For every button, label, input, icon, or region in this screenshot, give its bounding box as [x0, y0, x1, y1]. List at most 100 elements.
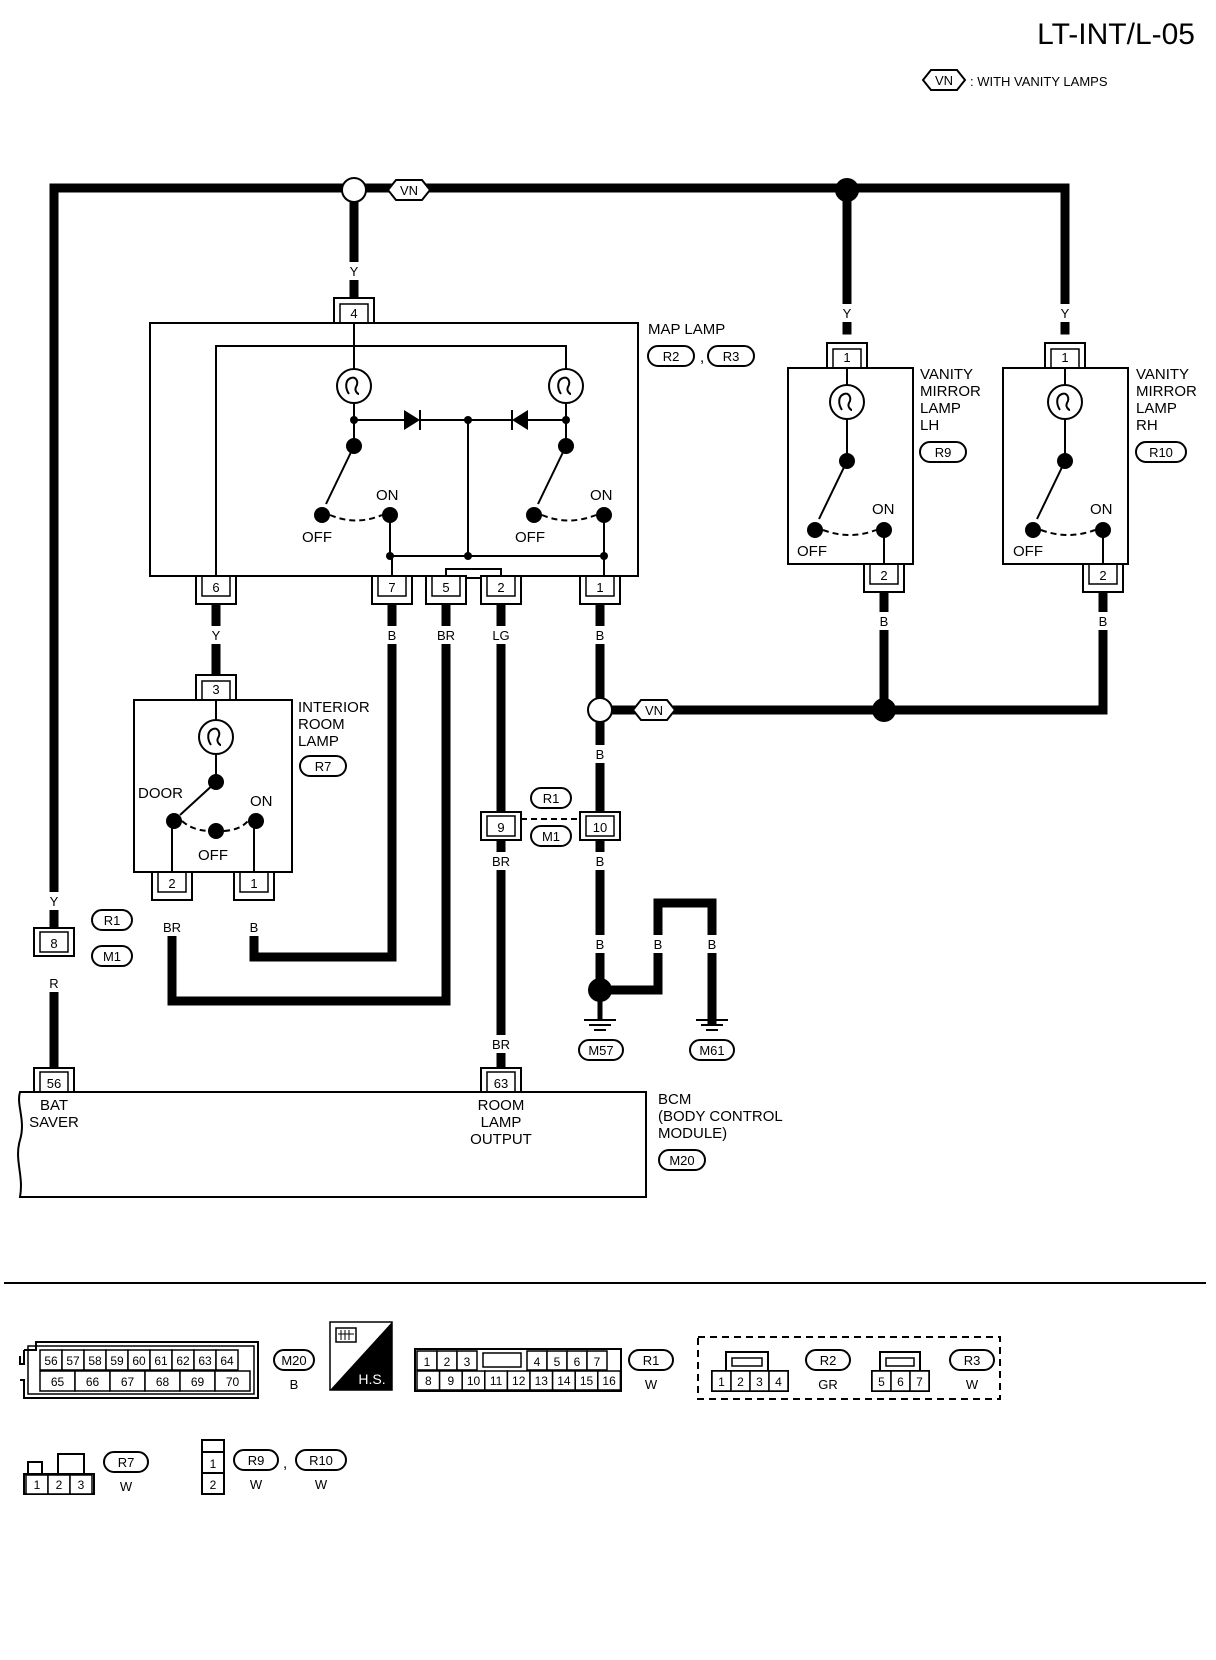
svg-text:B: B: [596, 747, 605, 762]
svg-text:1: 1: [210, 1457, 217, 1471]
r1-pin-9: 9: [448, 1374, 455, 1388]
svg-text:GR: GR: [818, 1377, 838, 1392]
svg-text:BR: BR: [492, 1037, 510, 1052]
svg-text:ROOM: ROOM: [298, 716, 345, 733]
svg-text:W: W: [250, 1477, 263, 1492]
svg-text:R2: R2: [820, 1353, 837, 1368]
m20-pin-64: 64: [220, 1354, 234, 1368]
svg-text:R2: R2: [663, 349, 680, 364]
svg-text:M1: M1: [542, 829, 560, 844]
svg-text:OFF: OFF: [302, 529, 332, 546]
svg-text:OFF: OFF: [198, 847, 228, 864]
svg-text:R7: R7: [315, 759, 332, 774]
vn-tag-ground: VN: [631, 699, 677, 721]
svg-text:,: ,: [283, 1455, 287, 1472]
svg-text:2: 2: [168, 876, 175, 891]
r3-pin-5: 5: [878, 1375, 885, 1389]
svg-text:ON: ON: [872, 501, 895, 518]
svg-text:8: 8: [50, 936, 57, 951]
svg-text:VANITY: VANITY: [1136, 366, 1189, 383]
svg-text:W: W: [645, 1377, 658, 1392]
svg-text:BR: BR: [437, 628, 455, 643]
bcm: 56 63 BAT SAVER ROOM LAMP OUTPUT BCM (BO…: [17, 1067, 783, 1198]
svg-text:LAMP: LAMP: [1136, 400, 1177, 417]
m20-pin-69: 69: [191, 1375, 205, 1389]
vanity-mirror-lamp-lh: 1 2 OFF ON VANITY MIRROR LAMP LH R9: [787, 342, 981, 593]
m20-pin-56: 56: [44, 1354, 58, 1368]
map-lamp-pins: 4 6 7 5 2 1: [195, 297, 621, 605]
splice-top: [835, 178, 859, 202]
r1-pin-10: 10: [467, 1374, 481, 1388]
svg-text:BAT: BAT: [40, 1097, 68, 1114]
r1-pin-5: 5: [554, 1355, 561, 1369]
vn-tag-top: VN: [386, 179, 432, 201]
svg-text:(BODY CONTROL: (BODY CONTROL: [658, 1108, 783, 1125]
m20-pin-59: 59: [110, 1354, 124, 1368]
svg-text:H.S.: H.S.: [358, 1371, 385, 1387]
svg-text:R1: R1: [643, 1353, 660, 1368]
svg-text:W: W: [315, 1477, 328, 1492]
svg-text:ON: ON: [1090, 501, 1113, 518]
ground-m61: M61: [689, 1019, 735, 1061]
svg-text:ROOM: ROOM: [478, 1097, 525, 1114]
svg-text:B: B: [1099, 614, 1108, 629]
map-lamp: MAP LAMP R2 , R3 OFF ON: [149, 321, 755, 579]
map-lamp-name: MAP LAMP: [648, 321, 725, 338]
svg-text:LAMP: LAMP: [481, 1114, 522, 1131]
svg-text:MIRROR: MIRROR: [920, 383, 981, 400]
svg-text:MODULE): MODULE): [658, 1125, 727, 1142]
pin-map-7: 7: [388, 580, 395, 595]
svg-text:B: B: [596, 854, 605, 869]
r2-pin-2: 2: [737, 1375, 744, 1389]
wire-map7-irl1: [249, 602, 397, 962]
m20-pin-61: 61: [154, 1354, 168, 1368]
svg-text:R10: R10: [309, 1453, 333, 1468]
svg-text:Y: Y: [843, 306, 852, 321]
svg-text:RH: RH: [1136, 417, 1158, 434]
svg-text:OFF: OFF: [1013, 543, 1043, 560]
m20-pin-67: 67: [121, 1375, 135, 1389]
svg-text:OUTPUT: OUTPUT: [470, 1131, 532, 1148]
r1-pin-12: 12: [512, 1374, 526, 1388]
m20-pin-63: 63: [198, 1354, 212, 1368]
svg-text:1: 1: [843, 350, 850, 365]
m20-pin-68: 68: [156, 1375, 170, 1389]
vanity-mirror-lamp-rh: 1 2 OFF ON VANITY MIRROR LAMP RH R10: [1002, 342, 1197, 593]
m20-pin-62: 62: [176, 1354, 190, 1368]
svg-text:2: 2: [210, 1478, 217, 1492]
r7-pin-2: 2: [56, 1478, 63, 1492]
svg-text:B: B: [388, 628, 397, 643]
pin-map-4: 4: [350, 306, 357, 321]
svg-text:ON: ON: [250, 793, 273, 810]
svg-text:W: W: [966, 1377, 979, 1392]
r2-pin-4: 4: [775, 1375, 782, 1389]
svg-text:LG: LG: [492, 628, 509, 643]
svg-text:BR: BR: [163, 920, 181, 935]
m20-pin-70: 70: [226, 1375, 240, 1389]
interior-room-lamp: 3 2 1 DOOR ON OFF INTERIOR ROOM LAMP R7: [133, 674, 370, 901]
svg-text:B: B: [290, 1377, 299, 1392]
svg-text:LAMP: LAMP: [920, 400, 961, 417]
svg-text:M57: M57: [588, 1043, 613, 1058]
svg-text:OFF: OFF: [515, 529, 545, 546]
svg-text:B: B: [654, 937, 663, 952]
r1-pin-14: 14: [557, 1374, 571, 1388]
r1-pin-1: 1: [424, 1355, 431, 1369]
svg-text:MIRROR: MIRROR: [1136, 383, 1197, 400]
r1-pin-15: 15: [580, 1374, 594, 1388]
r7-pin-1: 1: [34, 1478, 41, 1492]
r1-pin-2: 2: [444, 1355, 451, 1369]
svg-text:M20: M20: [669, 1153, 694, 1168]
svg-text:R3: R3: [723, 349, 740, 364]
svg-text:M1: M1: [103, 949, 121, 964]
pin-map-1: 1: [596, 580, 603, 595]
m20-pin-60: 60: [132, 1354, 146, 1368]
svg-text:W: W: [120, 1479, 133, 1494]
diode-right-icon: [512, 410, 528, 430]
svg-text:ON: ON: [590, 487, 613, 504]
svg-text:INTERIOR: INTERIOR: [298, 699, 370, 716]
